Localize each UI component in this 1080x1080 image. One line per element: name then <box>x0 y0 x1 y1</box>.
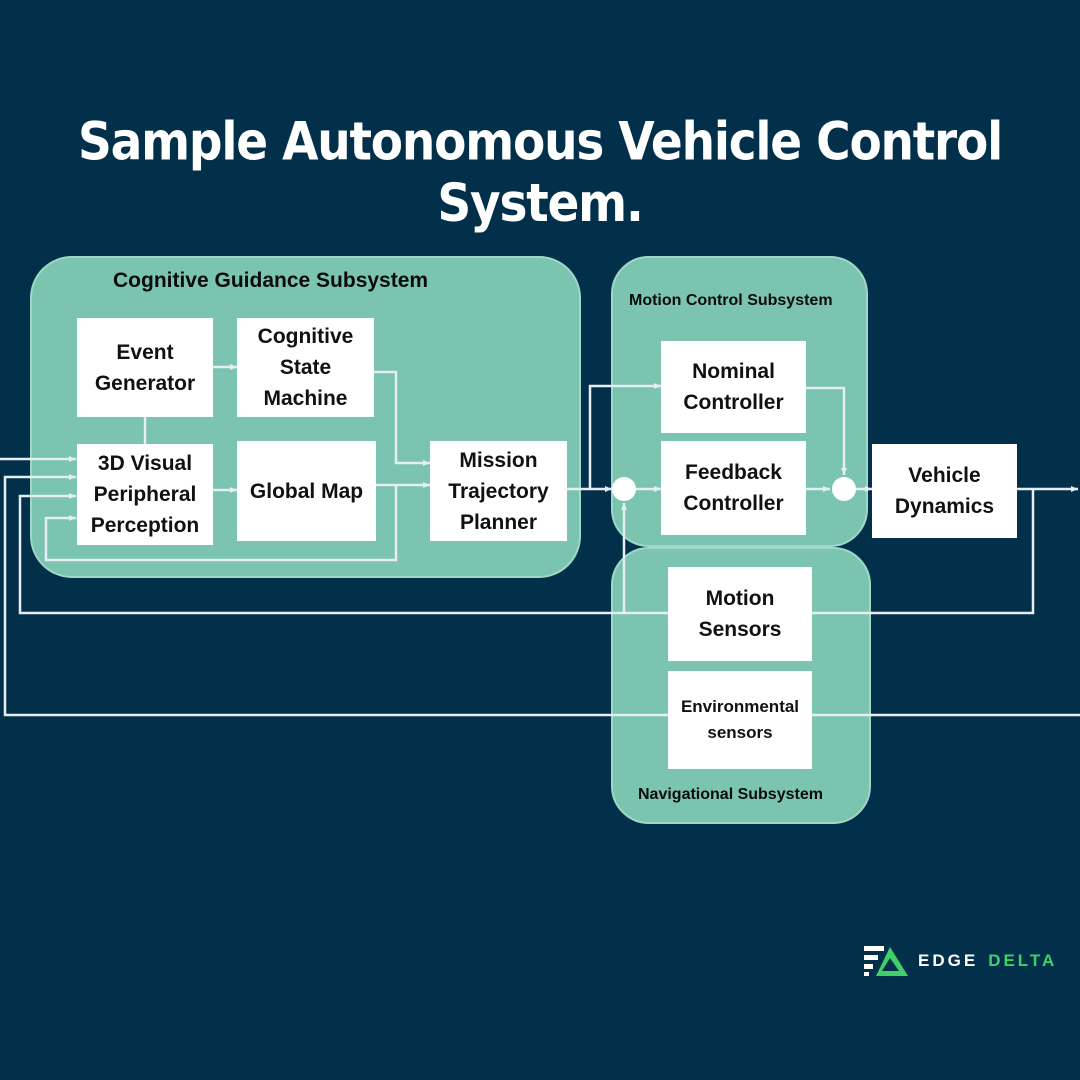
navigational-title: Navigational Subsystem <box>638 786 823 803</box>
motion-sensors-block: Motion Sensors <box>668 567 812 661</box>
nominal-controller-block: Nominal Controller <box>661 341 806 433</box>
logo-text-edge: EDGE <box>918 951 979 970</box>
cognitive-guidance-title: Cognitive Guidance Subsystem <box>113 269 429 292</box>
wire-state-planner <box>374 370 430 466</box>
edge-delta-logo-icon <box>864 946 908 976</box>
environmental-sensors-block: Environmental sensors <box>668 671 812 769</box>
wire-motion-loop <box>18 489 1035 615</box>
wire-nominal-sum <box>806 386 847 475</box>
mission-planner-block: Mission Trajectory Planner <box>430 441 567 541</box>
visual-perception-block: 3D Visual Peripheral Perception <box>77 444 213 545</box>
summing-junction-2 <box>832 477 856 501</box>
wire-planner-nominal <box>588 383 661 489</box>
cognitive-state-machine-block: Cognitive State Machine <box>237 318 374 417</box>
summing-junction-1 <box>612 477 636 501</box>
logo-text-delta: DELTA <box>988 951 1058 970</box>
wire-inner-loop <box>44 485 398 562</box>
global-map-block: Global Map <box>237 441 376 541</box>
vehicle-dynamics-block: Vehicle Dynamics <box>872 444 1017 538</box>
feedback-controller-block: Feedback Controller <box>661 441 806 535</box>
wire-environment-loop <box>3 474 1080 717</box>
page-title: Sample Autonomous Vehicle Control System… <box>77 111 1003 235</box>
motion-control-title: Motion Control Subsystem <box>629 292 833 309</box>
event-generator-block: Event Generator <box>77 318 213 417</box>
edge-delta-logo: EDGE DELTA <box>862 943 1057 979</box>
